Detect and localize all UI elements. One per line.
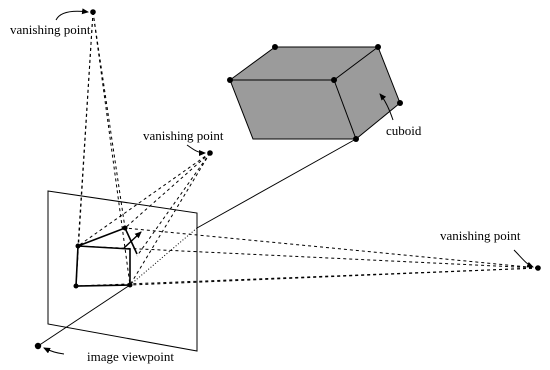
cuboid-vertex-dots <box>227 44 403 142</box>
callout-arrow-right-vp <box>513 249 534 268</box>
construction-lines-top-vp <box>75 11 131 287</box>
callout-arrow-viewpoint <box>43 347 65 355</box>
construction-lines-middle-vp <box>77 152 211 286</box>
projected-vertex-dots <box>73 225 133 289</box>
cuboid <box>229 46 401 140</box>
vanishing-point-top-dot <box>90 9 96 15</box>
projection-line-dotted <box>129 227 198 286</box>
vanishing-point-middle-dot <box>207 150 213 156</box>
vanishing-point-middle-label: vanishing point <box>143 128 224 143</box>
projected-cuboid <box>75 226 138 287</box>
projected-edge-arrow <box>123 231 142 249</box>
image-plane <box>47 190 198 352</box>
projection-line-back <box>196 138 357 229</box>
vanishing-point-right-dot <box>535 265 541 271</box>
image-viewpoint-dot <box>34 342 42 350</box>
callout-arrow-middle-vp <box>186 144 206 156</box>
vanishing-point-right-label: vanishing point <box>440 228 521 243</box>
callout-arrow-cuboid <box>379 93 394 121</box>
callout-arrow-top-vp <box>55 8 89 21</box>
vanishing-point-top-label: vanishing point <box>10 22 91 37</box>
construction-lines-right-vp <box>75 227 539 287</box>
image-viewpoint-label: image viewpoint <box>87 349 174 364</box>
projection-line-front <box>37 284 131 347</box>
cuboid-label: cuboid <box>386 123 422 138</box>
